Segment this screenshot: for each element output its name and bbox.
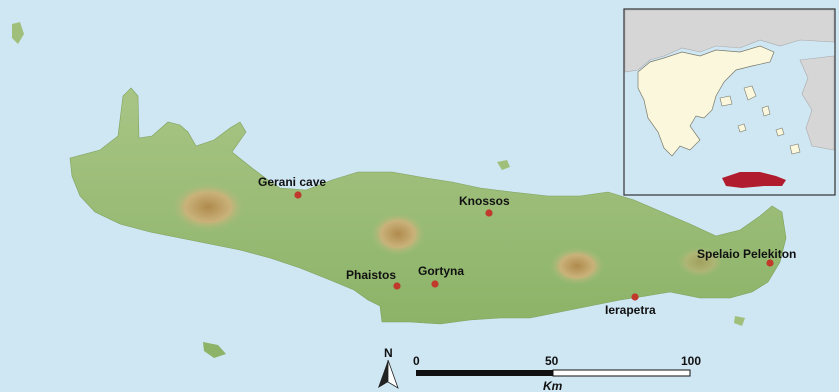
inset-euboea — [719, 95, 733, 107]
inset-rhodes — [789, 143, 801, 155]
place-knossos: Knossos — [459, 194, 510, 217]
phaistos-label: Phaistos — [346, 268, 396, 282]
island-northwest — [12, 22, 24, 44]
inset-dodecanese — [775, 127, 785, 137]
gortyna-marker — [431, 280, 439, 288]
scale-bar: 0 50 100 Km — [413, 354, 701, 392]
gerani-cave-marker — [294, 191, 302, 199]
knossos-label: Knossos — [459, 194, 510, 208]
island-gavdos — [203, 342, 226, 358]
place-phaistos: Phaistos — [346, 268, 401, 290]
spelaio-pelekiton-marker — [766, 259, 774, 267]
spelaio-pelekiton-label: Spelaio Pelekiton — [697, 247, 796, 261]
north-arrow: N — [378, 346, 399, 389]
island-dia — [497, 160, 510, 170]
lefka-ori-relief — [170, 182, 246, 232]
inset-cyclades — [737, 123, 747, 133]
place-ierapetra: Ierapetra — [605, 293, 656, 317]
scale-tick-0: 0 — [413, 354, 420, 368]
phaistos-marker — [393, 282, 401, 290]
north-arrow-right — [387, 359, 399, 389]
knossos-marker — [485, 209, 493, 217]
scale-tick-100: 100 — [681, 354, 701, 368]
greece-inset-map — [623, 8, 836, 196]
inset-greece-mainland — [637, 45, 775, 157]
scale-unit: Km — [543, 379, 563, 392]
place-gortyna: Gortyna — [418, 264, 464, 288]
inset-crete-highlight — [722, 172, 786, 188]
north-label: N — [384, 346, 393, 360]
ierapetra-label: Ierapetra — [605, 303, 656, 317]
gortyna-label: Gortyna — [418, 264, 464, 278]
island-koufonisi — [734, 316, 745, 326]
crete-island — [69, 87, 787, 325]
inset-turkey — [799, 55, 835, 151]
dikti-relief — [549, 247, 605, 285]
inset-lesbos — [743, 85, 757, 101]
scale-segment-light — [552, 369, 691, 377]
inset-neighbours — [624, 9, 835, 73]
psiloritis-relief — [370, 212, 426, 256]
north-arrow-left — [378, 360, 388, 388]
place-gerani-cave: Gerani cave — [258, 175, 326, 199]
inset-chios — [761, 105, 771, 117]
place-spelaio-pelekiton: Spelaio Pelekiton — [697, 247, 796, 267]
scale-segment-dark — [416, 370, 553, 376]
scale-tick-50: 50 — [545, 354, 559, 368]
sitia-relief — [676, 246, 724, 278]
ierapetra-marker — [631, 293, 639, 301]
gerani-cave-label: Gerani cave — [258, 175, 326, 189]
